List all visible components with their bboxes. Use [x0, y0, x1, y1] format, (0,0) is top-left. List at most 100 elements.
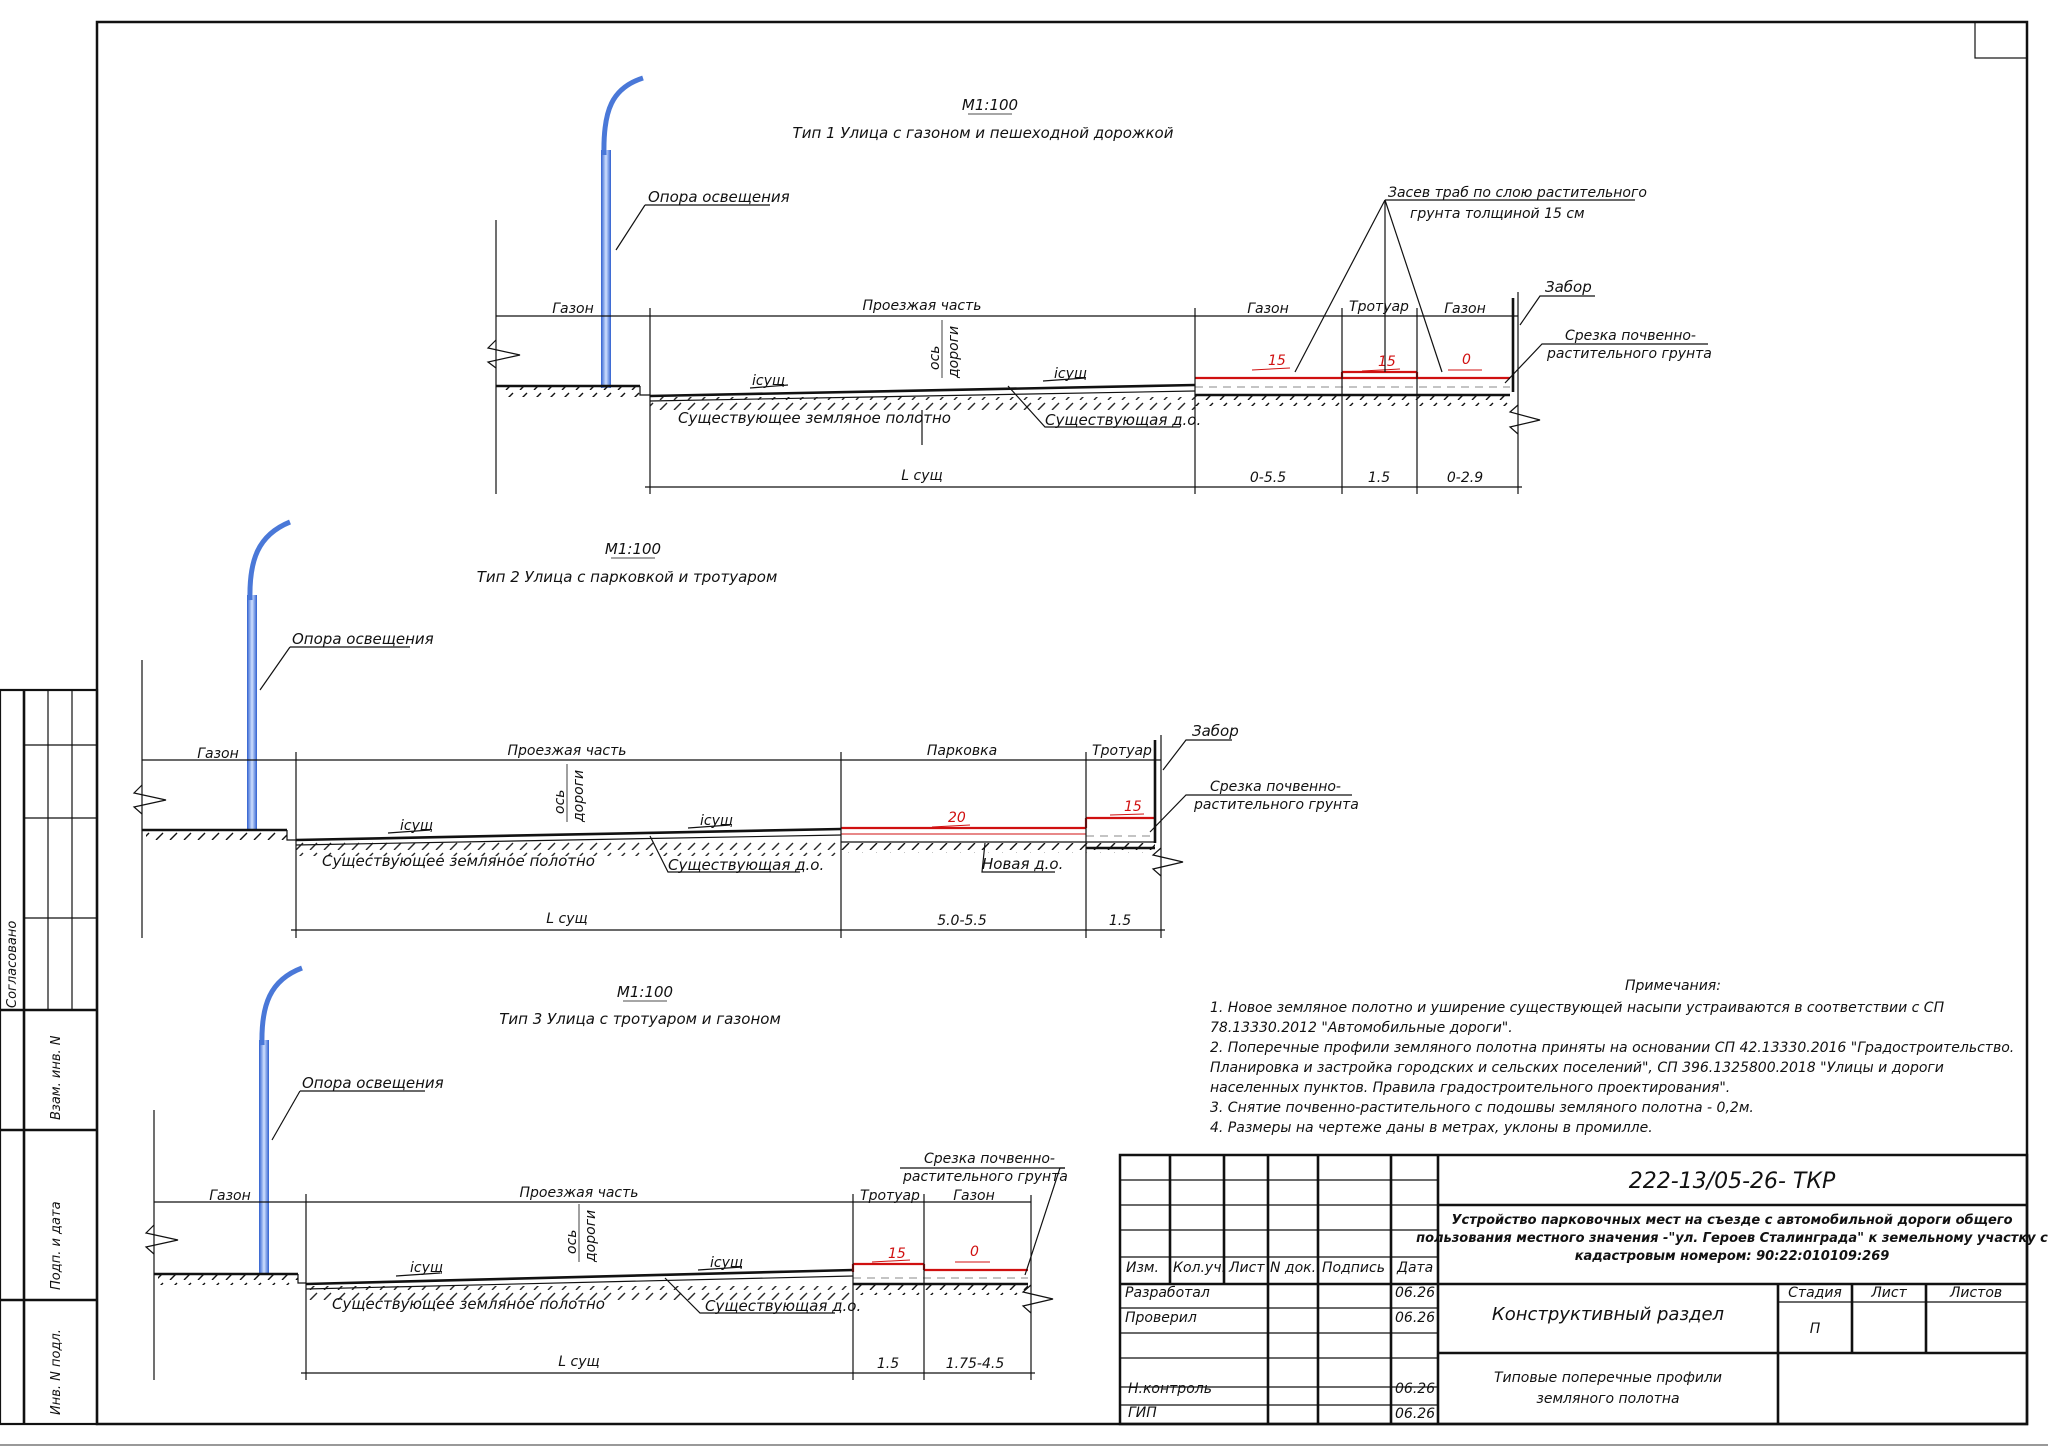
profile-3-slope-left: iсущ	[410, 1260, 443, 1276]
stamp-inv-replace: Взам. инв. N	[49, 1035, 64, 1120]
profile-3-axis-top: ось	[564, 1229, 580, 1254]
profile-1-zone-2: Проезжая часть	[862, 298, 981, 314]
profile-3-dim-2: 1.5	[877, 1356, 899, 1372]
tb-project-3: кадастровым номером: 90:22:010109:269	[1575, 1249, 1890, 1264]
profile-2-scale: М1:100	[605, 540, 661, 558]
profile-2-axis-bottom: дороги	[571, 770, 587, 823]
profile-2-slope-red-2: 15	[1124, 799, 1142, 815]
profile-3-soil-cut-1: Срезка почвенно-	[924, 1151, 1055, 1167]
profile-1-dim-3: 1.5	[1368, 470, 1390, 486]
profile-2-new-pavement: Новая д.о.	[982, 855, 1063, 873]
notes-line-1: 1. Новое земляное полотно и уширение сущ…	[1210, 1000, 1945, 1016]
stamp-sign-date: Подп. и дата	[49, 1201, 64, 1290]
tb-stage-header: Стадия	[1788, 1285, 1842, 1301]
profile-2-zone-4: Тротуар	[1092, 743, 1152, 759]
profile-3-scale: М1:100	[617, 983, 673, 1001]
notes-line-3: 2. Поперечные профили земляного полотна …	[1210, 1040, 2014, 1056]
profile-1-axis-bottom: дороги	[946, 326, 962, 379]
notes-line-6: 3. Снятие почвенно-растительного с подош…	[1210, 1100, 1754, 1116]
profile-1-pole-label: Опора освещения	[648, 188, 790, 206]
notes-line-4: Планировка и застройка городских и сельс…	[1210, 1060, 1944, 1076]
tb-header-izm: Изм.	[1126, 1260, 1159, 1276]
profile-2-soil-cut-2: растительного грунта	[1193, 797, 1359, 813]
tb-date-2: 06.26	[1395, 1310, 1435, 1326]
profile-1-grass-note-1: Засев траб по слою растительного	[1388, 185, 1647, 201]
tb-date-5: 06.26	[1395, 1406, 1435, 1422]
street-light-pole-icon	[259, 965, 303, 1274]
corner-stamp-box	[1974, 21, 2028, 59]
profile-1-zone-4: Тротуар	[1349, 299, 1409, 315]
stamp-agreed: Согласовано	[5, 921, 20, 1008]
tb-date-4: 06.26	[1395, 1381, 1435, 1397]
profile-2-title: Тип 2 Улица с парковкой и тротуаром	[477, 568, 778, 586]
tb-header-ndok: N док.	[1270, 1260, 1316, 1276]
street-light-pole-icon	[601, 75, 644, 388]
profile-2-slope-red-1: 20	[948, 810, 966, 826]
profile-2-zone-2: Проезжая часть	[507, 743, 626, 759]
tb-sheets-header: Листов	[1949, 1285, 2002, 1301]
profile-2-pole-label: Опора освещения	[292, 630, 434, 648]
tb-header-list: Лист	[1228, 1260, 1265, 1276]
tb-role-1: Разработал	[1125, 1285, 1210, 1301]
profile-2-soil-cut-1: Срезка почвенно-	[1210, 779, 1341, 795]
profile-1-existing-pavement: Существующая д.о.	[1045, 411, 1201, 429]
notes: Примечания: 1. Новое земляное полотно и …	[1210, 978, 2014, 1136]
tb-date-1: 06.26	[1395, 1285, 1435, 1301]
profile-3-title: Тип 3 Улица с тротуаром и газоном	[499, 1010, 781, 1028]
profile-2-dim-1: L сущ	[546, 911, 587, 927]
tb-role-2: Проверил	[1125, 1310, 1197, 1326]
title-block: Изм. Кол.уч. Лист N док. Подпись Дата Ра…	[1118, 1153, 2048, 1426]
profile-3-dim-1: L сущ	[558, 1354, 599, 1370]
profile-1-existing-subgrade: Существующее земляное полотно	[678, 409, 951, 427]
profile-1-fence: Забор	[1545, 278, 1592, 296]
profile-3-slope-red-1: 15	[888, 1246, 906, 1262]
profile-3-dim-3: 1.75-4.5	[946, 1356, 1005, 1372]
profile-3-pole-label: Опора освещения	[302, 1074, 444, 1092]
profile-type-3: М1:100 Тип 3 Улица с тротуаром и газоном…	[144, 965, 1068, 1380]
tb-header-sign: Подпись	[1322, 1260, 1385, 1276]
notes-line-2: 78.13330.2012 "Автомобильные дороги".	[1210, 1020, 1513, 1036]
tb-header-date: Дата	[1396, 1260, 1433, 1276]
street-light-pole-icon	[247, 519, 291, 830]
tb-project-1: Устройство парковочных мест на съезде с …	[1452, 1213, 2013, 1228]
profile-2-zone-1: Газон	[197, 746, 239, 762]
profile-2-dim-3: 1.5	[1109, 913, 1131, 929]
profile-1-soil-cut-2: растительного грунта	[1546, 346, 1712, 362]
profile-type-1: М1:100 Тип 1 Улица с газоном и пешеходно…	[486, 75, 1712, 494]
tb-code: 222-13/05-26- ТКР	[1629, 1169, 1836, 1194]
tb-project-2: пользования местного значения -"ул. Геро…	[1416, 1231, 2048, 1246]
profile-type-2: М1:100 Тип 2 Улица с парковкой и тротуар…	[132, 519, 1359, 938]
stamp-inv-orig: Инв. N подл.	[49, 1329, 64, 1415]
profile-1-soil-cut-1: Срезка почвенно-	[1565, 328, 1696, 344]
profile-3-zone-4: Газон	[953, 1188, 995, 1204]
profile-2-axis-top: ось	[552, 789, 568, 814]
profile-3-slope-red-2: 0	[970, 1244, 979, 1260]
side-stamp: Согласовано Взам. инв. N Подп. и дата Ин…	[0, 688, 99, 1426]
tb-role-4: Н.контроль	[1128, 1381, 1212, 1397]
profile-2-zone-3: Парковка	[927, 743, 997, 759]
profile-1-slope-red-2: 15	[1378, 354, 1396, 370]
profile-3-zone-2: Проезжая часть	[519, 1185, 638, 1201]
tb-sheet-title-2: земляного полотна	[1536, 1391, 1679, 1407]
tb-role-5: ГИП	[1128, 1405, 1157, 1421]
profile-1-slope-red-3: 0	[1462, 352, 1471, 368]
profile-2-existing-subgrade: Существующее земляное полотно	[322, 852, 595, 870]
profile-1-scale: М1:100	[962, 96, 1018, 114]
profile-3-zone-1: Газон	[209, 1188, 251, 1204]
tb-stage: П	[1810, 1321, 1821, 1337]
profile-1-zone-1: Газон	[552, 301, 594, 317]
profile-2-fence: Забор	[1192, 722, 1239, 740]
profile-1-grass-note-2: грунта толщиной 15 см	[1410, 206, 1585, 222]
profile-3-axis-bottom: дороги	[583, 1210, 599, 1263]
profile-1-dim-2: 0-5.5	[1250, 470, 1286, 486]
tb-sheet-header: Лист	[1870, 1285, 1907, 1301]
profile-1-slope-red-1: 15	[1268, 353, 1286, 369]
profile-3-existing-pavement: Существующая д.о.	[705, 1297, 861, 1315]
profile-1-axis-top: ось	[927, 345, 943, 370]
tb-header-kol: Кол.уч.	[1173, 1260, 1226, 1276]
notes-line-5: населенных пунктов. Правила градостроите…	[1210, 1080, 1730, 1096]
profile-1-zone-3: Газон	[1247, 301, 1289, 317]
profile-3-zone-3: Тротуар	[860, 1188, 920, 1204]
notes-title: Примечания:	[1625, 978, 1721, 994]
